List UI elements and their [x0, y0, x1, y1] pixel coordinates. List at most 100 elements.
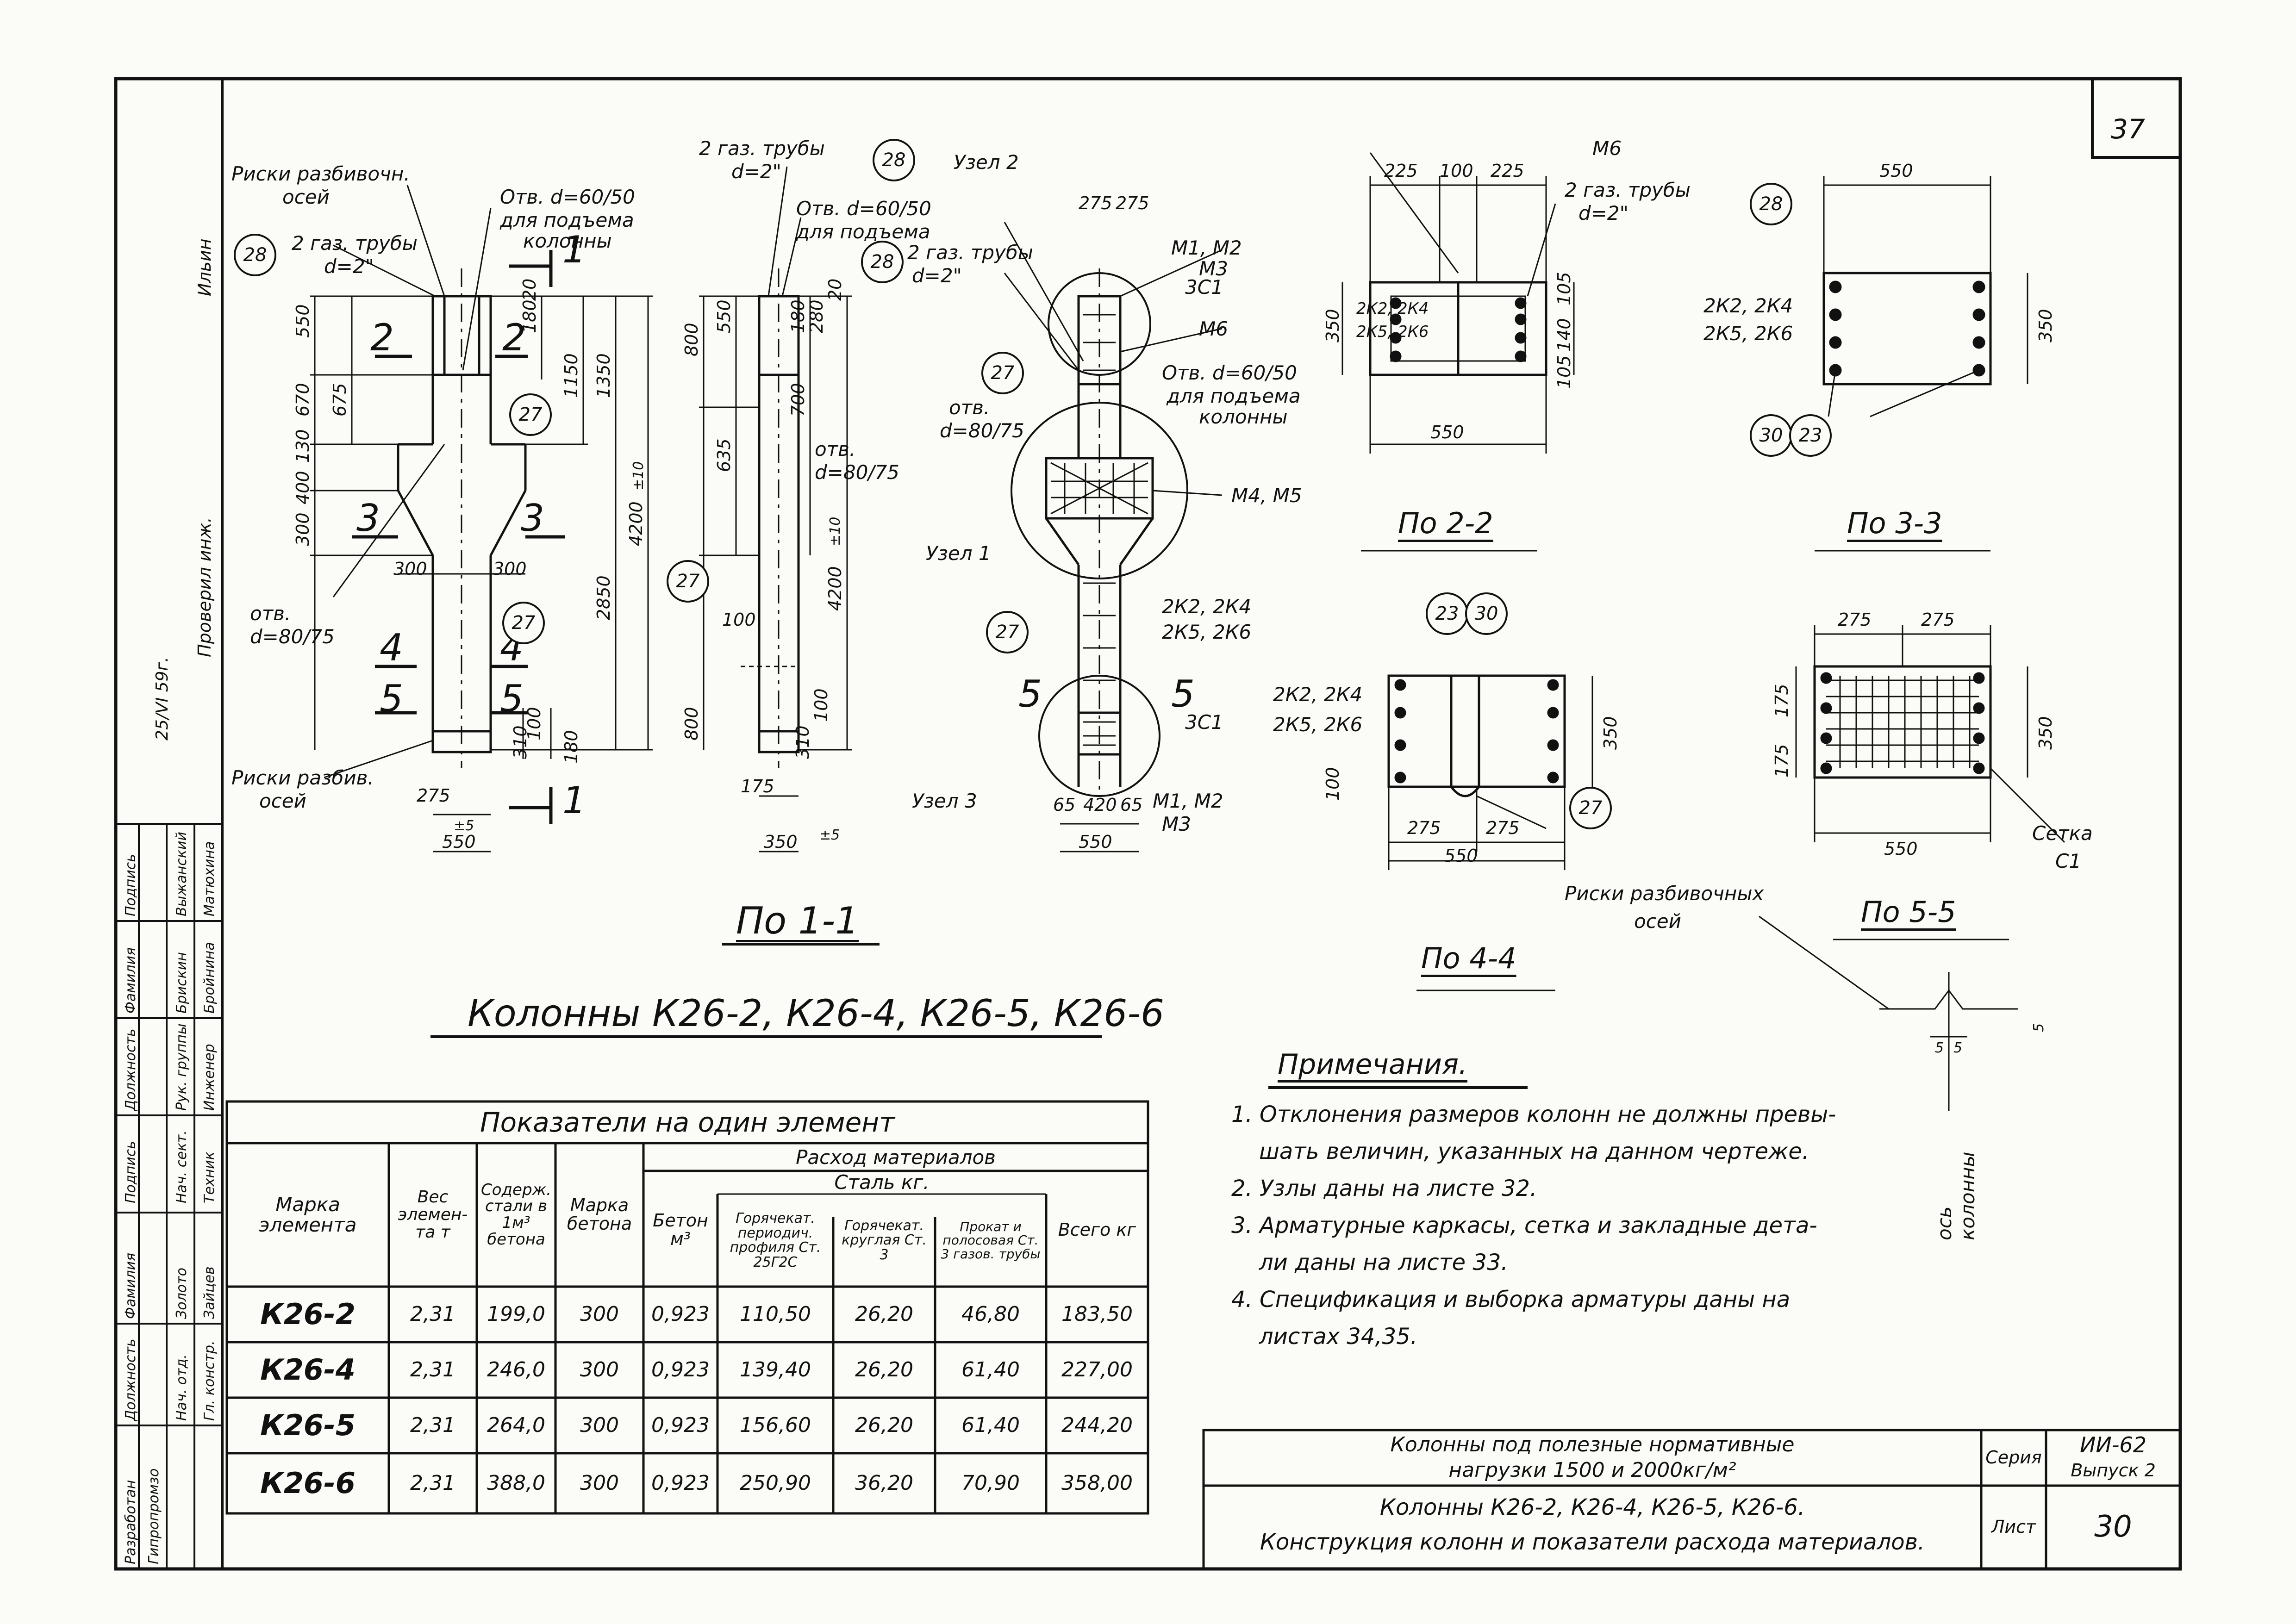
- dim-pm10-b: ±10: [827, 516, 843, 546]
- section-mark-5-node-left: 5: [1018, 672, 1042, 716]
- section-mark-5-node-right: 5: [1171, 672, 1195, 716]
- dim-635: 635: [714, 438, 734, 472]
- stamp-signature: Подпись: [123, 1141, 139, 1203]
- dim-100-e: 100: [1323, 767, 1343, 801]
- table-row-2-total: 227,00: [1061, 1357, 1133, 1381]
- dim-100-c: 100: [811, 688, 831, 722]
- stamp-org: Гипропромзо: [146, 1468, 162, 1564]
- col-header-steel-content: Содерж. стали в 1м³ бетона: [481, 1180, 551, 1249]
- dim-550-a: 550: [293, 304, 313, 338]
- stamp-position-2: Должность: [123, 1028, 139, 1111]
- table-row-1-periodic: 110,50: [740, 1302, 811, 1326]
- dim-675: 675: [330, 383, 350, 417]
- node-1-label: Узел 1: [926, 542, 991, 565]
- dim-180-b: 180: [561, 730, 581, 764]
- dim-275-c: 275: [1116, 193, 1149, 213]
- dim-670: 670: [293, 383, 313, 417]
- stamp-name-2: Зайцев: [201, 1266, 218, 1319]
- risk-axes-label-2: осей: [1634, 910, 1681, 933]
- dim-700: 700: [788, 383, 808, 417]
- note-line-6: 4. Спецификация и выборка арматуры даны …: [1231, 1287, 1791, 1313]
- table-row-1-grade: 300: [580, 1302, 619, 1326]
- setka-c1-label: С1: [2055, 850, 2082, 872]
- k24-label-c: 2К2, 2К4: [1703, 294, 1793, 317]
- dim-pm5-b: ±5: [819, 827, 840, 843]
- sheet-label: Лист: [1991, 1517, 2036, 1537]
- issue-value: Выпуск 2: [2071, 1460, 2156, 1481]
- dim-275-b: 275: [1079, 193, 1112, 213]
- table-row-1-concrete: 0,923: [651, 1302, 710, 1326]
- stamp-name-1: Золото: [174, 1268, 190, 1319]
- section-mark-3-left: 3: [356, 497, 380, 540]
- k24-label-d: 2К2, 2К4: [1273, 683, 1363, 706]
- marker-23-a: 23: [1789, 414, 1832, 457]
- table-row-2-weight: 2,31: [410, 1357, 455, 1381]
- dim-225-a: 225: [1384, 161, 1418, 181]
- marker-28-b: 28: [873, 139, 915, 181]
- gas-pipes-label-2: 2 газ. трубы: [699, 137, 825, 160]
- opening-label-2: для подъема: [500, 209, 634, 231]
- dim-550-f: 550: [1879, 161, 1913, 181]
- col-header-hot-round: Горячекат. круглая Ст. 3: [842, 1217, 927, 1263]
- table-row-4-round: 36,20: [855, 1471, 913, 1495]
- risk-top-label-2: осей: [282, 186, 330, 208]
- dim-105-a: 105: [1554, 272, 1574, 305]
- dim-130: 130: [293, 429, 313, 463]
- m3-label-top: М3: [1199, 257, 1228, 280]
- dim-350-e: 350: [2035, 716, 2056, 750]
- dim-550-e: 550: [1430, 422, 1464, 442]
- node-3-label: Узел 3: [912, 790, 977, 812]
- dim-65-b: 65: [1120, 795, 1143, 815]
- stamp-checked: Проверил инж.: [194, 517, 215, 657]
- title-block-line-3: Колонны К26-2, К26-4, К26-5, К26-6.: [1379, 1494, 1805, 1521]
- series-label: Серия: [1985, 1447, 2042, 1468]
- dim-2850: 2850: [593, 575, 614, 620]
- dim-275-d: 275: [1407, 818, 1441, 838]
- stamp-date: 25/VI 59г.: [153, 657, 172, 740]
- gas-pipes-label-1: 2 газ. трубы: [292, 232, 418, 255]
- table-row-4-steel: 388,0: [487, 1471, 545, 1495]
- col-header-concrete: Бетон м³: [653, 1210, 708, 1249]
- table-title: Показатели на один элемент: [480, 1106, 895, 1138]
- dim-280: 280: [806, 299, 827, 333]
- opening-b-label-2: d=80/75: [250, 625, 335, 648]
- dim-4200-b: 4200: [825, 566, 845, 611]
- opening-label-6: Отв. d=60/50: [1162, 361, 1297, 384]
- col-header-consumption: Расход материалов: [796, 1145, 996, 1169]
- view-title-4-4: По 4-4: [1421, 941, 1516, 975]
- dim-175-b: 175: [1772, 744, 1792, 778]
- marker-28-d: 28: [1750, 183, 1792, 225]
- table-row-2-concrete: 0,923: [651, 1357, 710, 1381]
- table-row-4-weight: 2,31: [410, 1471, 455, 1495]
- dim-20-b: 20: [825, 278, 845, 301]
- dim-5-a: 5: [1935, 1040, 1944, 1056]
- dim-350-b: 350: [1323, 309, 1343, 342]
- axis-col-label-1: ось: [1933, 1206, 1956, 1240]
- stamp-role-3: Нач. сект.: [174, 1130, 190, 1203]
- table-row-2-mark: К26-4: [260, 1353, 356, 1387]
- table-row-1-steel: 199,0: [487, 1302, 545, 1326]
- dim-800-a: 800: [681, 323, 702, 356]
- dim-105-b: 105: [1554, 355, 1574, 389]
- dim-300-b: 300: [393, 559, 427, 579]
- dim-350-c: 350: [2035, 309, 2056, 342]
- table-row-2-periodic: 139,40: [740, 1357, 811, 1381]
- marker-27-d: 27: [981, 352, 1024, 394]
- title-block-line-1: Колонны под полезные нормативные: [1390, 1433, 1795, 1457]
- dim-350-d: 350: [1600, 716, 1621, 750]
- dim-310-a: 310: [510, 725, 530, 759]
- view-title-3-3: По 3-3: [1847, 506, 1942, 540]
- opening-label-3: колонны: [523, 230, 612, 252]
- dim-420: 420: [1083, 795, 1117, 815]
- table-row-4-mark: К26-6: [260, 1466, 356, 1500]
- dim-550-g: 550: [1444, 846, 1478, 866]
- dim-550-b: 550: [442, 832, 476, 852]
- stamp-role-6: Техник: [201, 1151, 218, 1203]
- section-mark-3-right: 3: [521, 497, 544, 540]
- k56-label-c: 2К5, 2К6: [1703, 322, 1793, 345]
- opening-b-label-6: d=80/75: [940, 419, 1024, 442]
- dim-pm10-a: ±10: [630, 461, 647, 491]
- gas-pipes-d-1: d=2": [324, 255, 374, 278]
- stamp-position: Должность: [123, 1338, 139, 1421]
- k56-label-a: 2К5, 2К6: [1162, 621, 1252, 643]
